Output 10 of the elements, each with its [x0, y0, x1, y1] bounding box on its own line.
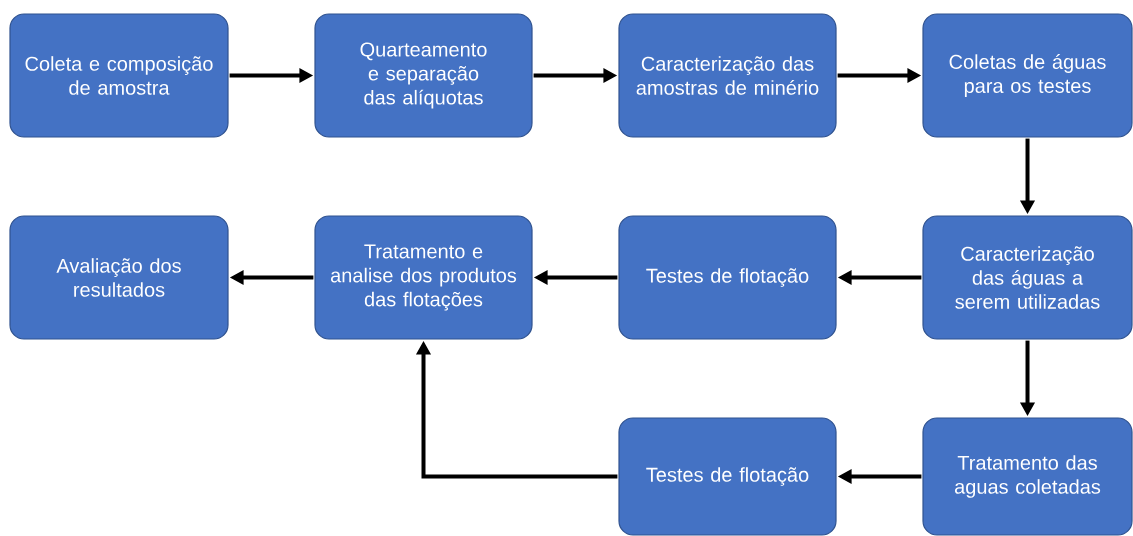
process-box: Coleta e composição de amostra — [9, 13, 229, 138]
process-box: Coletas de águas para os testes — [922, 13, 1133, 138]
process-box: Testes de flotação — [618, 417, 837, 536]
process-box: Tratamento das aguas coletadas — [922, 417, 1133, 536]
process-box: Avaliação dos resultados — [9, 215, 229, 340]
process-box: Testes de flotação — [618, 215, 837, 340]
process-box: Caracterização das águas a serem utilizadas — [922, 215, 1133, 340]
process-box: Quarteamento e separação das alíquotas — [314, 13, 533, 138]
process-box: Caracterização das amostras de minério — [618, 13, 837, 138]
process-box: Tratamento e analise dos produtos das flotações — [314, 215, 533, 340]
